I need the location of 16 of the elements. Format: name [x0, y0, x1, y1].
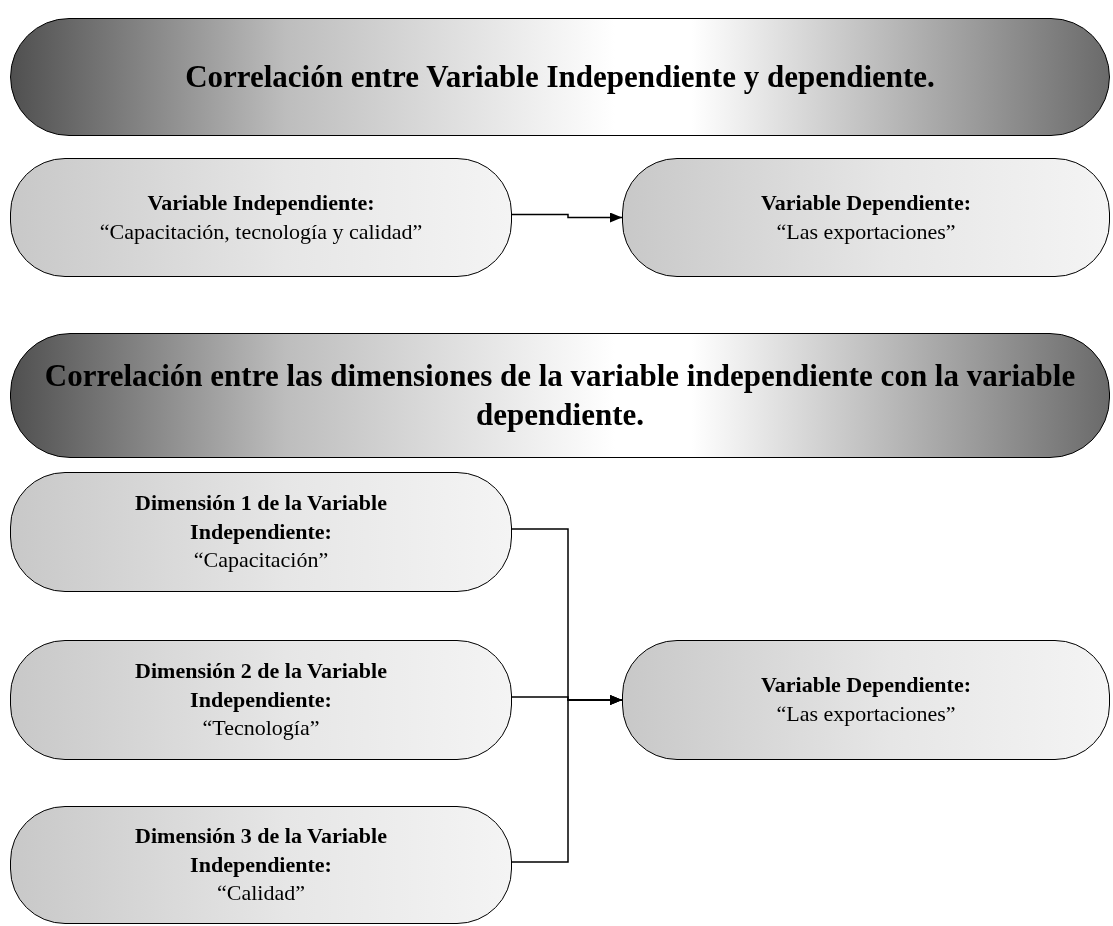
- box-heading: Variable Independiente:: [147, 188, 375, 217]
- box-text: “Capacitación”: [193, 546, 329, 575]
- arrow: [511, 695, 623, 863]
- box-heading: Variable Dependiente:: [761, 671, 971, 700]
- box-heading: Dimensión 1 de la Variable Independiente:: [134, 489, 388, 546]
- arrow: [511, 212, 623, 223]
- box-text: “Las exportaciones”: [776, 700, 956, 728]
- box-text: “Las exportaciones”: [776, 217, 956, 246]
- box-text: “Capacitación, tecnología y calidad”: [99, 217, 423, 246]
- box-text: “Calidad”: [217, 879, 305, 908]
- box-text: “Tecnología”: [202, 714, 320, 743]
- box-heading: Dimensión 2 de la Variable Independiente:: [134, 657, 388, 714]
- banner-title: Correlación entre las dimensiones de la variable independiente con la variable dependiente.: [43, 356, 1077, 434]
- box-heading: Variable Dependiente:: [761, 188, 971, 217]
- box-heading: Dimensión 3 de la Variable Independiente:: [134, 822, 388, 879]
- banner-title: Correlación entre Variable Independiente y dependiente.: [185, 57, 935, 96]
